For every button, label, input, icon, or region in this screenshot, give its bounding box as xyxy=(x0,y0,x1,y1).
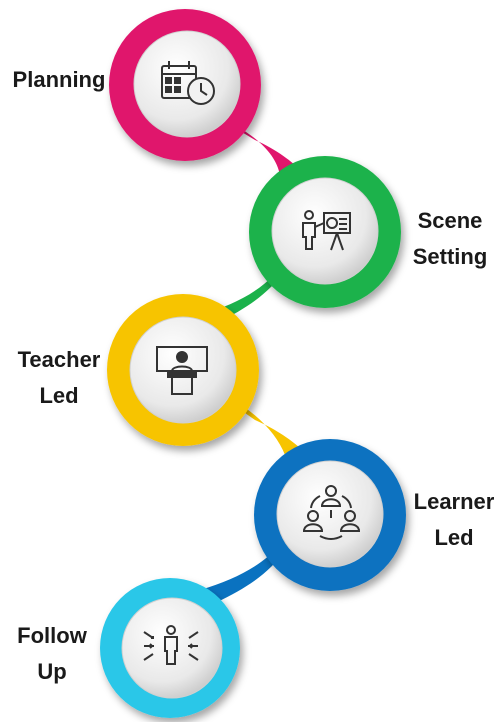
step-scene-setting xyxy=(249,156,401,308)
step-follow-up xyxy=(100,578,240,718)
step-disc xyxy=(133,30,241,138)
step-label-learner-led: Learner Led xyxy=(413,489,495,550)
calendar-clock-icon xyxy=(161,61,215,105)
teacher-podium-icon xyxy=(156,346,208,395)
step-label-teacher-led: Teacher Led xyxy=(17,347,101,408)
step-disc xyxy=(121,597,223,699)
step-teacher-led xyxy=(107,294,259,446)
step-label-follow-up: Follow Up xyxy=(17,623,87,684)
presenter-board-icon xyxy=(302,210,351,251)
step-label-planning: Planning xyxy=(12,67,106,92)
step-label-scene-setting: Scene Setting xyxy=(412,208,488,269)
group-collaboration-icon xyxy=(302,485,361,540)
person-arrows-icon xyxy=(143,625,199,665)
step-planning xyxy=(109,9,261,161)
step-learner-led xyxy=(254,439,406,591)
